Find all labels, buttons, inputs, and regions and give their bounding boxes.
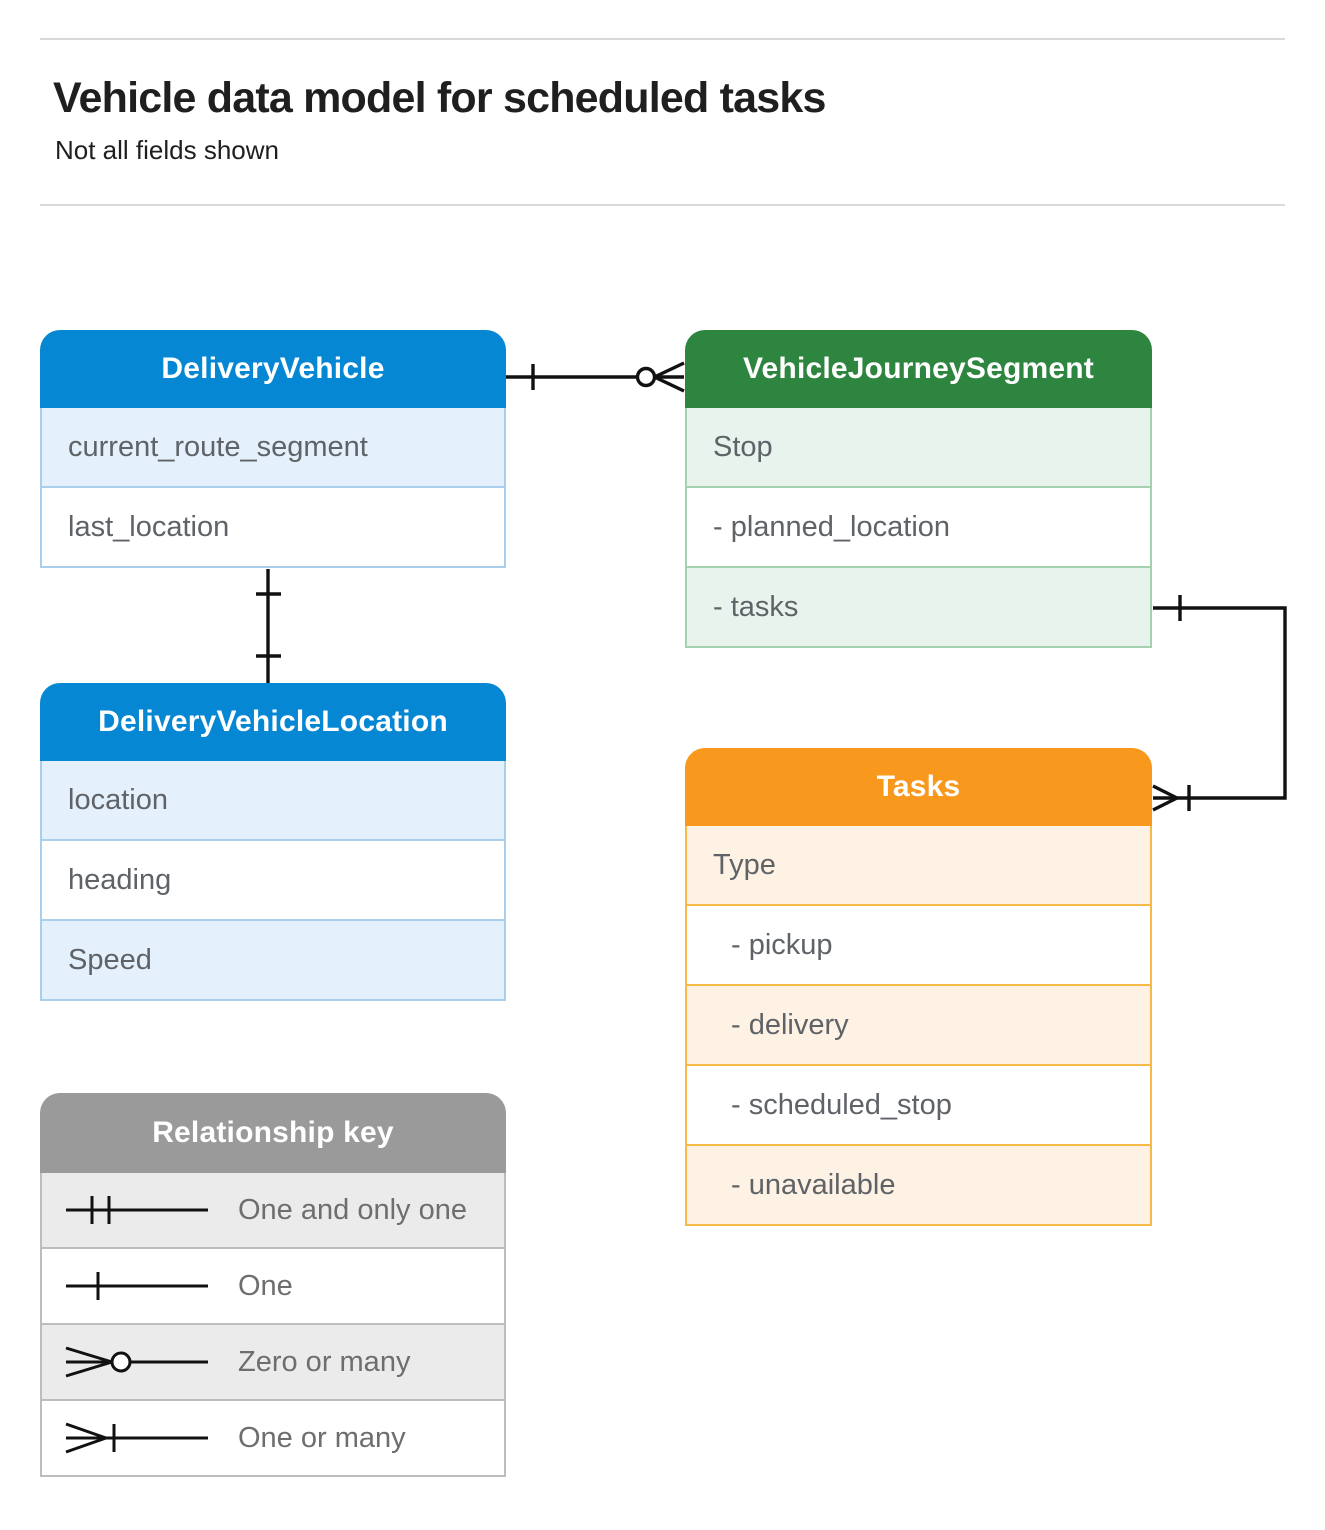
legend-label: One or many xyxy=(238,1421,406,1454)
field-planned-location: - planned_location xyxy=(685,488,1152,568)
field-current-route-segment: current_route_segment xyxy=(40,408,506,488)
field-scheduled-stop: - scheduled_stop xyxy=(685,1066,1152,1146)
page-title: Vehicle data model for scheduled tasks xyxy=(53,74,826,122)
legend-item-one-and-only-one: One and only one xyxy=(40,1173,506,1249)
legend-label: One and only one xyxy=(238,1193,467,1226)
relationship-key: Relationship key One and only one One xyxy=(40,1093,506,1477)
entity-vehicle-journey-segment-title: VehicleJourneySegment xyxy=(685,330,1152,408)
field-location: location xyxy=(40,761,506,841)
one-and-only-one-symbol xyxy=(66,1196,208,1224)
mid-divider xyxy=(40,204,1285,206)
page-subtitle: Not all fields shown xyxy=(55,135,279,165)
connector-tasks-field-to-tasks xyxy=(1152,595,1287,812)
legend-item-one: One xyxy=(40,1249,506,1325)
field-heading: heading xyxy=(40,841,506,921)
entity-delivery-vehicle: DeliveryVehicle current_route_segment la… xyxy=(40,330,506,568)
legend-item-zero-or-many: Zero or many xyxy=(40,1325,506,1401)
field-delivery: - delivery xyxy=(685,986,1152,1066)
entity-delivery-vehicle-location: DeliveryVehicleLocation location heading… xyxy=(40,683,506,1001)
zero-or-many-symbol xyxy=(65,1346,208,1378)
entity-tasks: Tasks Type - pickup - delivery - schedul… xyxy=(685,748,1152,1226)
one-or-many-symbol xyxy=(65,1422,208,1454)
field-last-location: last_location xyxy=(40,488,506,568)
entity-vehicle-journey-segment: VehicleJourneySegment Stop - planned_loc… xyxy=(685,330,1152,648)
field-unavailable: - unavailable xyxy=(685,1146,1152,1226)
connector-deliveryvehicle-to-vehiclejourneysegment xyxy=(506,361,685,393)
field-stop: Stop xyxy=(685,408,1152,488)
entity-delivery-vehicle-title: DeliveryVehicle xyxy=(40,330,506,408)
entity-tasks-title: Tasks xyxy=(685,748,1152,826)
field-type: Type xyxy=(685,826,1152,906)
legend-item-one-or-many: One or many xyxy=(40,1401,506,1477)
legend-label: Zero or many xyxy=(238,1345,411,1378)
top-divider xyxy=(40,38,1285,40)
legend-label: One xyxy=(238,1269,293,1302)
field-speed: Speed xyxy=(40,921,506,1001)
field-pickup: - pickup xyxy=(685,906,1152,986)
connector-deliveryvehicle-to-deliveryvehiclelocation xyxy=(256,569,281,683)
one-symbol xyxy=(66,1272,208,1300)
relationship-key-title: Relationship key xyxy=(40,1093,506,1173)
field-tasks: - tasks xyxy=(685,568,1152,648)
entity-delivery-vehicle-location-title: DeliveryVehicleLocation xyxy=(40,683,506,761)
